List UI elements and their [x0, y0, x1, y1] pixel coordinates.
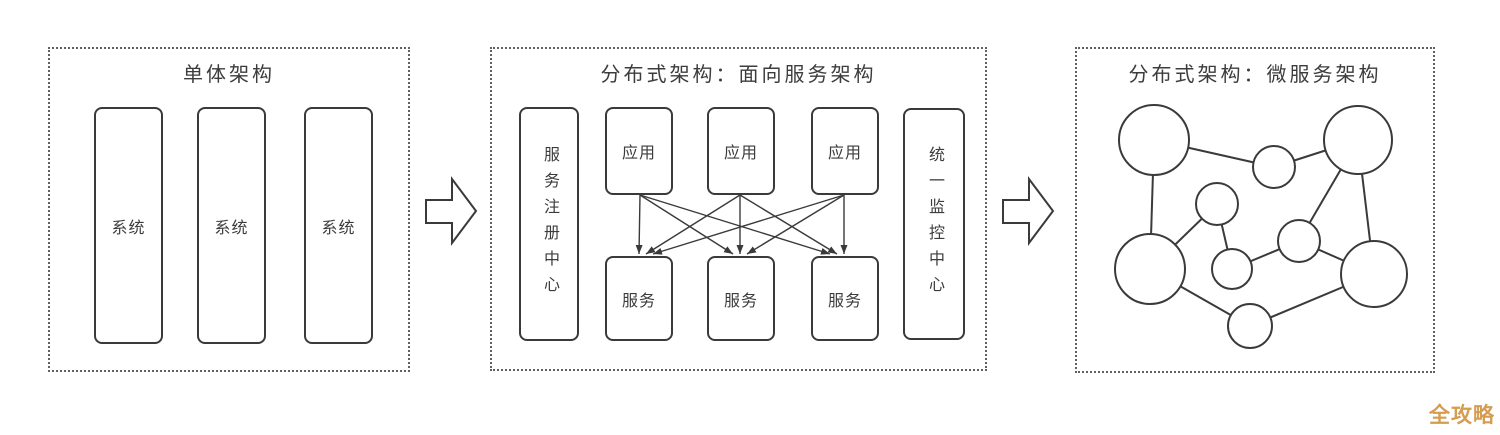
system-box-2: 系统	[197, 107, 266, 344]
arrow-app2-service1	[645, 194, 741, 255]
arrow-app3-service1	[652, 194, 845, 255]
application-box-2: 应用	[707, 107, 775, 195]
service-box-1-label: 服务	[621, 292, 656, 310]
system-box-2-label: 系统	[214, 219, 249, 237]
microservice-node-5	[1277, 219, 1321, 263]
microservice-node-8	[1340, 240, 1408, 308]
arrow-app1-service3	[639, 194, 831, 255]
microservices-network-graph	[1114, 104, 1408, 349]
panel-soa-architecture: 分布式架构：面向服务架构 服务注册中心 统一监控中心 应用 应用 应用	[490, 47, 987, 371]
system-box-3: 系统	[304, 107, 373, 344]
microservice-node-7	[1211, 248, 1253, 290]
unified-monitor-center-box: 统一监控中心	[903, 108, 965, 340]
panel-soa-title: 分布式架构：面向服务架构	[600, 64, 877, 86]
service-box-1: 服务	[605, 256, 673, 341]
service-box-2-label: 服务	[723, 292, 758, 310]
application-box-1: 应用	[605, 107, 673, 195]
service-registry-center-box: 服务注册中心	[519, 107, 579, 341]
service-box-3-label: 服务	[827, 292, 862, 310]
service-box-3: 服务	[811, 256, 879, 341]
transition-arrow-1-icon	[425, 176, 478, 246]
transition-arrow-2-icon	[1002, 176, 1055, 246]
panel-microservices-architecture: 分布式架构：微服务架构	[1075, 47, 1435, 373]
unified-monitor-center-label: 统一监控中心	[926, 146, 943, 302]
arrow-app1-service2	[639, 194, 734, 255]
arrow-app3-service2	[746, 194, 845, 255]
system-box-1-label: 系统	[111, 219, 146, 237]
microservice-node-4	[1195, 182, 1239, 226]
arrow-app2-service3	[739, 194, 838, 255]
application-box-3: 应用	[811, 107, 879, 195]
application-box-1-label: 应用	[621, 145, 656, 162]
microservice-node-9	[1227, 303, 1273, 349]
application-box-2-label: 应用	[723, 145, 758, 162]
soa-arrows-layer	[635, 194, 848, 255]
app-to-service-arrows	[635, 194, 848, 255]
service-registry-center-label: 服务注册中心	[541, 146, 558, 302]
network-nodes	[1114, 104, 1408, 349]
panel-monolith-title: 单体架构	[183, 64, 275, 86]
application-box-3-label: 应用	[827, 145, 862, 162]
system-box-3-label: 系统	[321, 219, 356, 237]
panel-monolith-architecture: 单体架构 系统 系统 系统	[48, 47, 410, 372]
microservice-node-6	[1114, 233, 1186, 305]
watermark-text: 全攻略	[1429, 404, 1495, 427]
panel-micro-title: 分布式架构：微服务架构	[1128, 64, 1382, 86]
arrow-app1-service1	[635, 194, 643, 255]
microservice-node-2	[1252, 145, 1296, 189]
system-box-1: 系统	[94, 107, 163, 344]
microservice-node-1	[1118, 104, 1190, 176]
microservice-node-3	[1323, 105, 1393, 175]
service-box-2: 服务	[707, 256, 775, 341]
